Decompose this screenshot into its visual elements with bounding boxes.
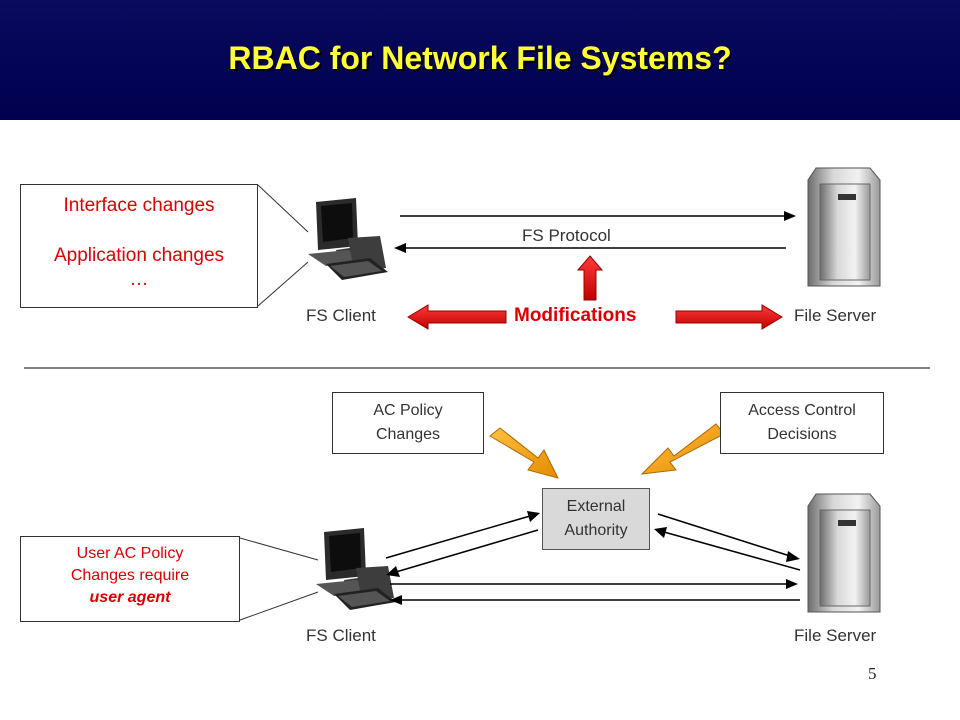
client-to-authority-arrow [385,515,531,559]
note-line-ellipsis: … [129,269,149,290]
slide-title: RBAC for Network File Systems? [228,40,732,76]
arrowhead [527,511,540,522]
computer-icon [316,528,396,610]
decisions-box-line2: Decisions [767,426,837,443]
external-authority-box: External Authority [542,488,650,550]
user-note-line3: user agent [89,589,171,606]
red-right-arrow [675,304,783,330]
callout-line-bottom-2 [239,591,319,621]
computer-icon [308,198,388,280]
orange-arrow-right [640,423,725,475]
authority-line2: Authority [564,522,628,539]
file-server-label: File Server [794,306,877,325]
user-note-line2: Changes require [70,567,190,584]
policy-box-line2: Changes [375,426,441,443]
modifications-label: Modifications [514,305,637,326]
response-arrowhead [394,243,406,253]
user-note-line1: User AC Policy [76,545,184,562]
file-server-label-bottom: File Server [794,626,877,645]
orange-arrow-left [489,427,559,479]
callout-line-top [257,184,309,233]
policy-box-line1: AC Policy [373,402,443,419]
user-agent-note: User AC Policy Changes require user agen… [20,536,240,622]
authority-to-client-arrow [395,529,539,573]
red-left-arrow [407,304,507,330]
arrowhead [786,579,798,589]
callout-line-top-2 [239,537,319,561]
fs-protocol-label: FS Protocol [522,226,611,245]
decisions-box-line1: Access Control [748,402,856,419]
note-line-interface: Interface changes [63,195,215,216]
arrowhead [654,527,667,538]
server-icon [807,167,881,287]
authority-to-server-arrow [657,513,791,557]
arrowhead [390,595,402,605]
interface-changes-note: Interface changes Application changes … [20,184,258,308]
title-bar [0,0,960,120]
server-icon [807,493,881,613]
callout-line-bottom [257,261,309,307]
note-line-application: Application changes [53,245,225,266]
red-up-arrow [576,255,604,301]
authority-line1: External [566,498,626,515]
access-control-decisions-box: Access Control Decisions [720,392,884,454]
page-number: 5 [868,664,877,683]
arrowhead [786,551,800,562]
server-to-authority-arrow [663,531,801,571]
fs-client-label-bottom: FS Client [306,626,376,645]
ac-policy-changes-box: AC Policy Changes [332,392,484,454]
fs-client-label: FS Client [306,306,376,325]
request-arrowhead [784,211,796,221]
arrowhead [386,566,400,577]
